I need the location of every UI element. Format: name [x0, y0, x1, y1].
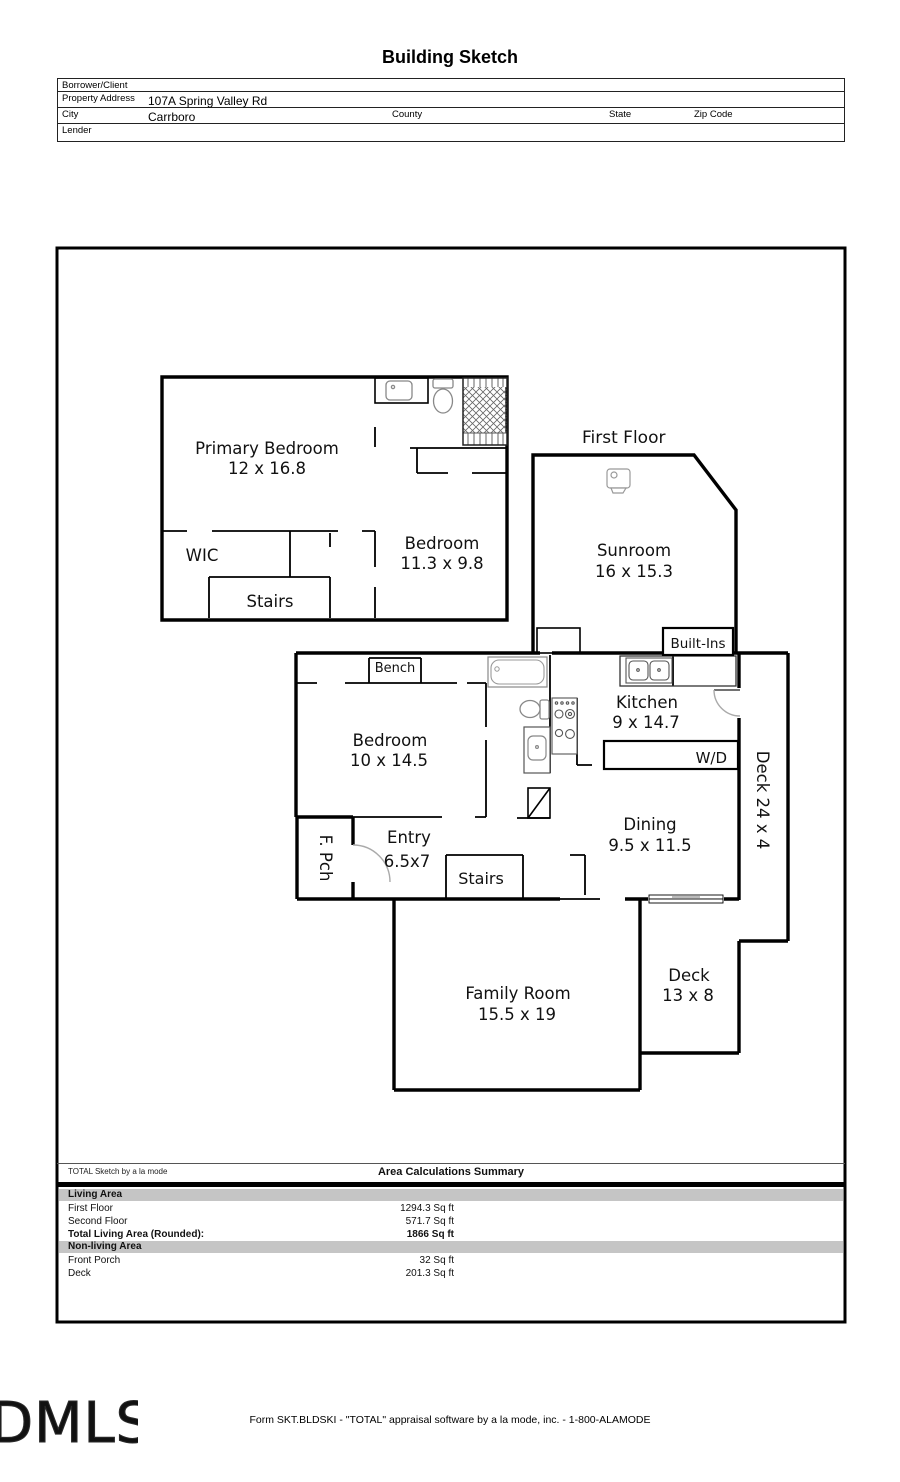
wd-label: W/D [696, 749, 727, 767]
property-address-value: 107A Spring Valley Rd [148, 94, 268, 108]
living-area-header: Living Area [59, 1189, 843, 1201]
table-row-total: Total Living Area (Rounded): 1866 Sq ft [59, 1228, 843, 1241]
double-sink-icon [625, 657, 673, 684]
vanity-box-second [374, 377, 429, 404]
summary-title: Area Calculations Summary [377, 1166, 525, 1178]
row-value: 571.7 Sq ft [405, 1216, 454, 1227]
entry-label: Entry [387, 828, 431, 847]
door-arc-icon [713, 689, 741, 717]
room-labels: First Floor Primary Bedroom 12 x 16.8 WI… [186, 428, 772, 1024]
sketch-border [55, 246, 847, 1324]
lender-row: Lender [58, 124, 844, 139]
table-row: First Floor 1294.3 Sq ft [59, 1202, 843, 1215]
shower-icon [462, 377, 508, 446]
kitchen-deck-door [713, 689, 741, 717]
sink-icon-second-floor [385, 380, 413, 401]
row-label: Front Porch [68, 1255, 121, 1266]
dmls-logo-text: DMLS [0, 1391, 138, 1454]
row-value: 32 Sq ft [419, 1255, 454, 1266]
basement-stairs-icon [527, 787, 551, 819]
second-floor-closet-walls [410, 447, 507, 474]
stove-icon [551, 697, 578, 755]
state-label: State [609, 109, 632, 120]
property-info-table: Borrower/Client Property Address 107A Sp… [57, 78, 845, 142]
wic-label: WIC [186, 546, 219, 565]
sketch-watermark: TOTAL Sketch by a la mode [68, 1167, 168, 1176]
summary-top-line [57, 1163, 845, 1164]
page-title: Building Sketch [381, 47, 518, 67]
toilet-icon-first-floor [519, 699, 550, 720]
row-label: Second Floor [68, 1216, 128, 1227]
non-living-area-header: Non-living Area [59, 1241, 843, 1253]
stairs-second-label: Stairs [246, 592, 293, 611]
borrower-label: Borrower/Client [62, 80, 128, 91]
dining-dims: 9.5 x 11.5 [608, 836, 691, 855]
summary-divider-bar [57, 1182, 845, 1187]
lender-label: Lender [62, 125, 92, 136]
front-porch-door-arc-icon [352, 844, 391, 883]
bedroom-second-label: Bedroom [405, 534, 480, 553]
wic-divider [289, 531, 331, 577]
washer-dryer-box [602, 739, 740, 771]
sunroom-nook-box [536, 627, 581, 654]
bedroom-second-dims: 11.3 x 9.8 [400, 554, 483, 573]
city-label: City [62, 109, 79, 120]
deck-dims: 13 x 8 [662, 986, 714, 1005]
city-state-row: City Carrboro County State Zip Code [58, 108, 844, 124]
bench-box [368, 657, 422, 684]
sliding-door-icon [648, 894, 724, 904]
property-address-label: Property Address [62, 93, 135, 104]
deck-walls [640, 653, 790, 1055]
bedroom-first-dims: 10 x 14.5 [350, 751, 428, 770]
primary-bedroom-label: Primary Bedroom [195, 439, 339, 458]
stairs-first-label: Stairs [458, 869, 504, 888]
kitchen-dims: 9 x 14.7 [612, 713, 680, 732]
kitchen-label: Kitchen [616, 693, 678, 712]
footer-form-text: Form SKT.BLDSKI - "TOTAL" appraisal soft… [249, 1414, 651, 1426]
family-room-walls [392, 899, 642, 1092]
row-value: 201.3 Sq ft [405, 1268, 454, 1279]
first-floor-label: First Floor [582, 428, 665, 448]
row-label: Total Living Area (Rounded): [68, 1229, 205, 1240]
sunroom-dims: 16 x 15.3 [595, 562, 673, 581]
bedroom-first-label: Bedroom [353, 731, 428, 750]
city-value: Carrboro [148, 110, 196, 124]
front-porch-walls [295, 815, 355, 899]
family-room-dims: 15.5 x 19 [478, 1005, 556, 1024]
deck-label: Deck [668, 966, 710, 985]
borrower-row: Borrower/Client [58, 79, 844, 92]
county-label: County [392, 109, 423, 120]
built-ins-box [661, 626, 735, 657]
zip-label: Zip Code [694, 109, 733, 120]
toilet-icon-second-floor [432, 378, 454, 414]
row-value: 1866 Sq ft [406, 1229, 454, 1240]
second-floor-stairs-walls [208, 576, 331, 618]
bathtub-icon [487, 656, 548, 688]
kitchen-west-wall [576, 698, 592, 766]
sunroom-sink-icon [606, 468, 631, 494]
primary-bedroom-dims: 12 x 16.8 [228, 459, 306, 478]
entry-dims: 6.5x7 [384, 852, 431, 871]
sunroom-outline [531, 453, 738, 653]
table-row: Deck 201.3 Sq ft [59, 1267, 843, 1280]
row-label: Deck [68, 1268, 91, 1279]
sink-icon-first-floor [523, 726, 551, 774]
dmls-logo: DMLS [0, 1390, 138, 1454]
deck-strip-label: Deck 24 x 4 [753, 751, 772, 849]
sunroom-label: Sunroom [597, 541, 671, 560]
family-room-label: Family Room [465, 984, 570, 1003]
built-ins-label: Built-Ins [670, 636, 725, 652]
bench-label: Bench [375, 661, 416, 676]
row-value: 1294.3 Sq ft [400, 1203, 454, 1214]
front-porch-label: F. Pch [316, 835, 335, 882]
dining-label: Dining [623, 815, 676, 834]
property-address-row: Property Address 107A Spring Valley Rd [58, 92, 844, 108]
table-row: Second Floor 571.7 Sq ft [59, 1215, 843, 1228]
second-floor-outline [160, 375, 509, 622]
row-label: First Floor [68, 1203, 113, 1214]
first-floor-stairs-walls [445, 854, 600, 900]
table-row: Front Porch 32 Sq ft [59, 1254, 843, 1267]
